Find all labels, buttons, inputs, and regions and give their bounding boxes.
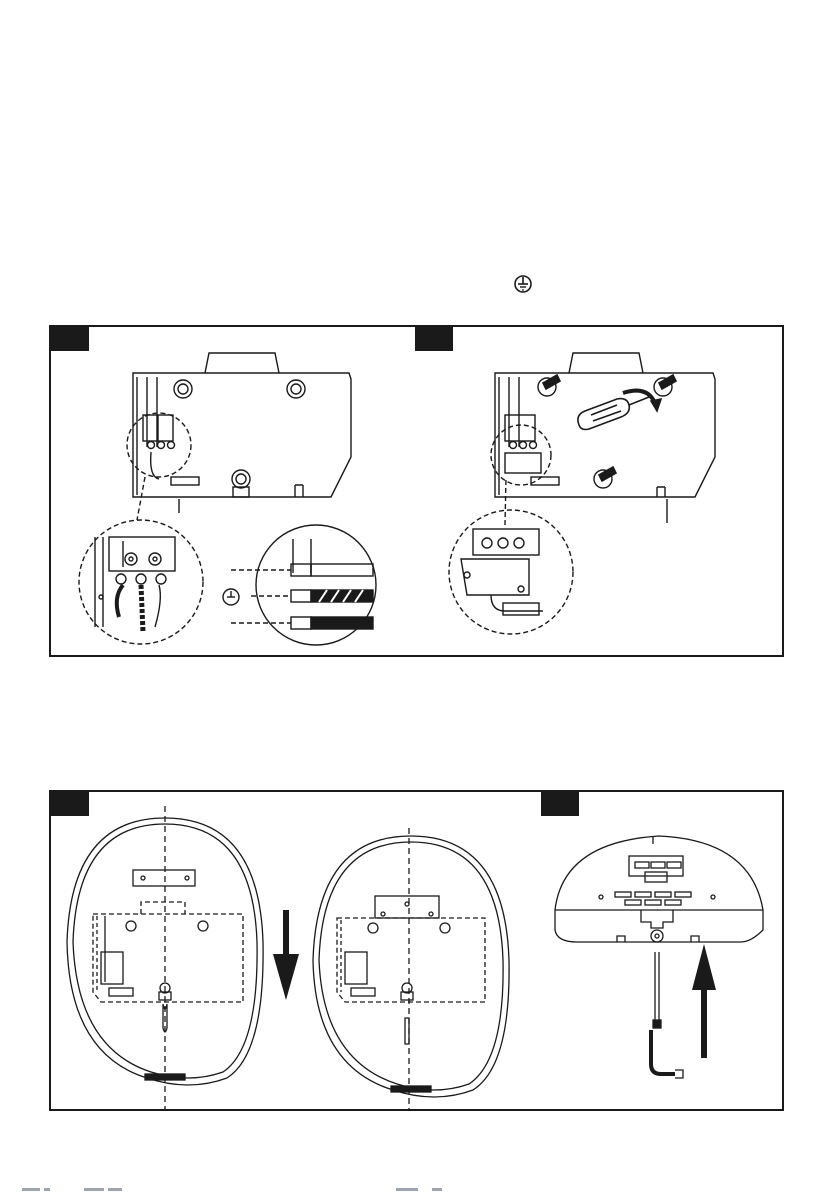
screwdriver-icon xyxy=(543,375,676,481)
footer-print-marks xyxy=(0,1186,834,1192)
wiring-panel xyxy=(49,325,784,657)
mounting-illustration xyxy=(51,792,786,1113)
wire-strip-diagram xyxy=(223,525,376,645)
heater-backplate-right xyxy=(491,353,715,523)
mounting-panel xyxy=(49,790,784,1111)
terminal-zoom-detail xyxy=(79,477,203,644)
down-arrow-icon xyxy=(273,910,299,1000)
up-arrow-icon xyxy=(692,944,716,1058)
heater-front-after xyxy=(313,828,509,1110)
protective-earth-icon xyxy=(513,274,533,294)
heater-bottom-view xyxy=(555,836,763,1078)
wiring-illustration xyxy=(51,327,786,659)
cover-zoom-detail xyxy=(449,477,573,634)
heater-front-before xyxy=(67,806,263,1110)
heater-backplate-left xyxy=(127,353,351,513)
